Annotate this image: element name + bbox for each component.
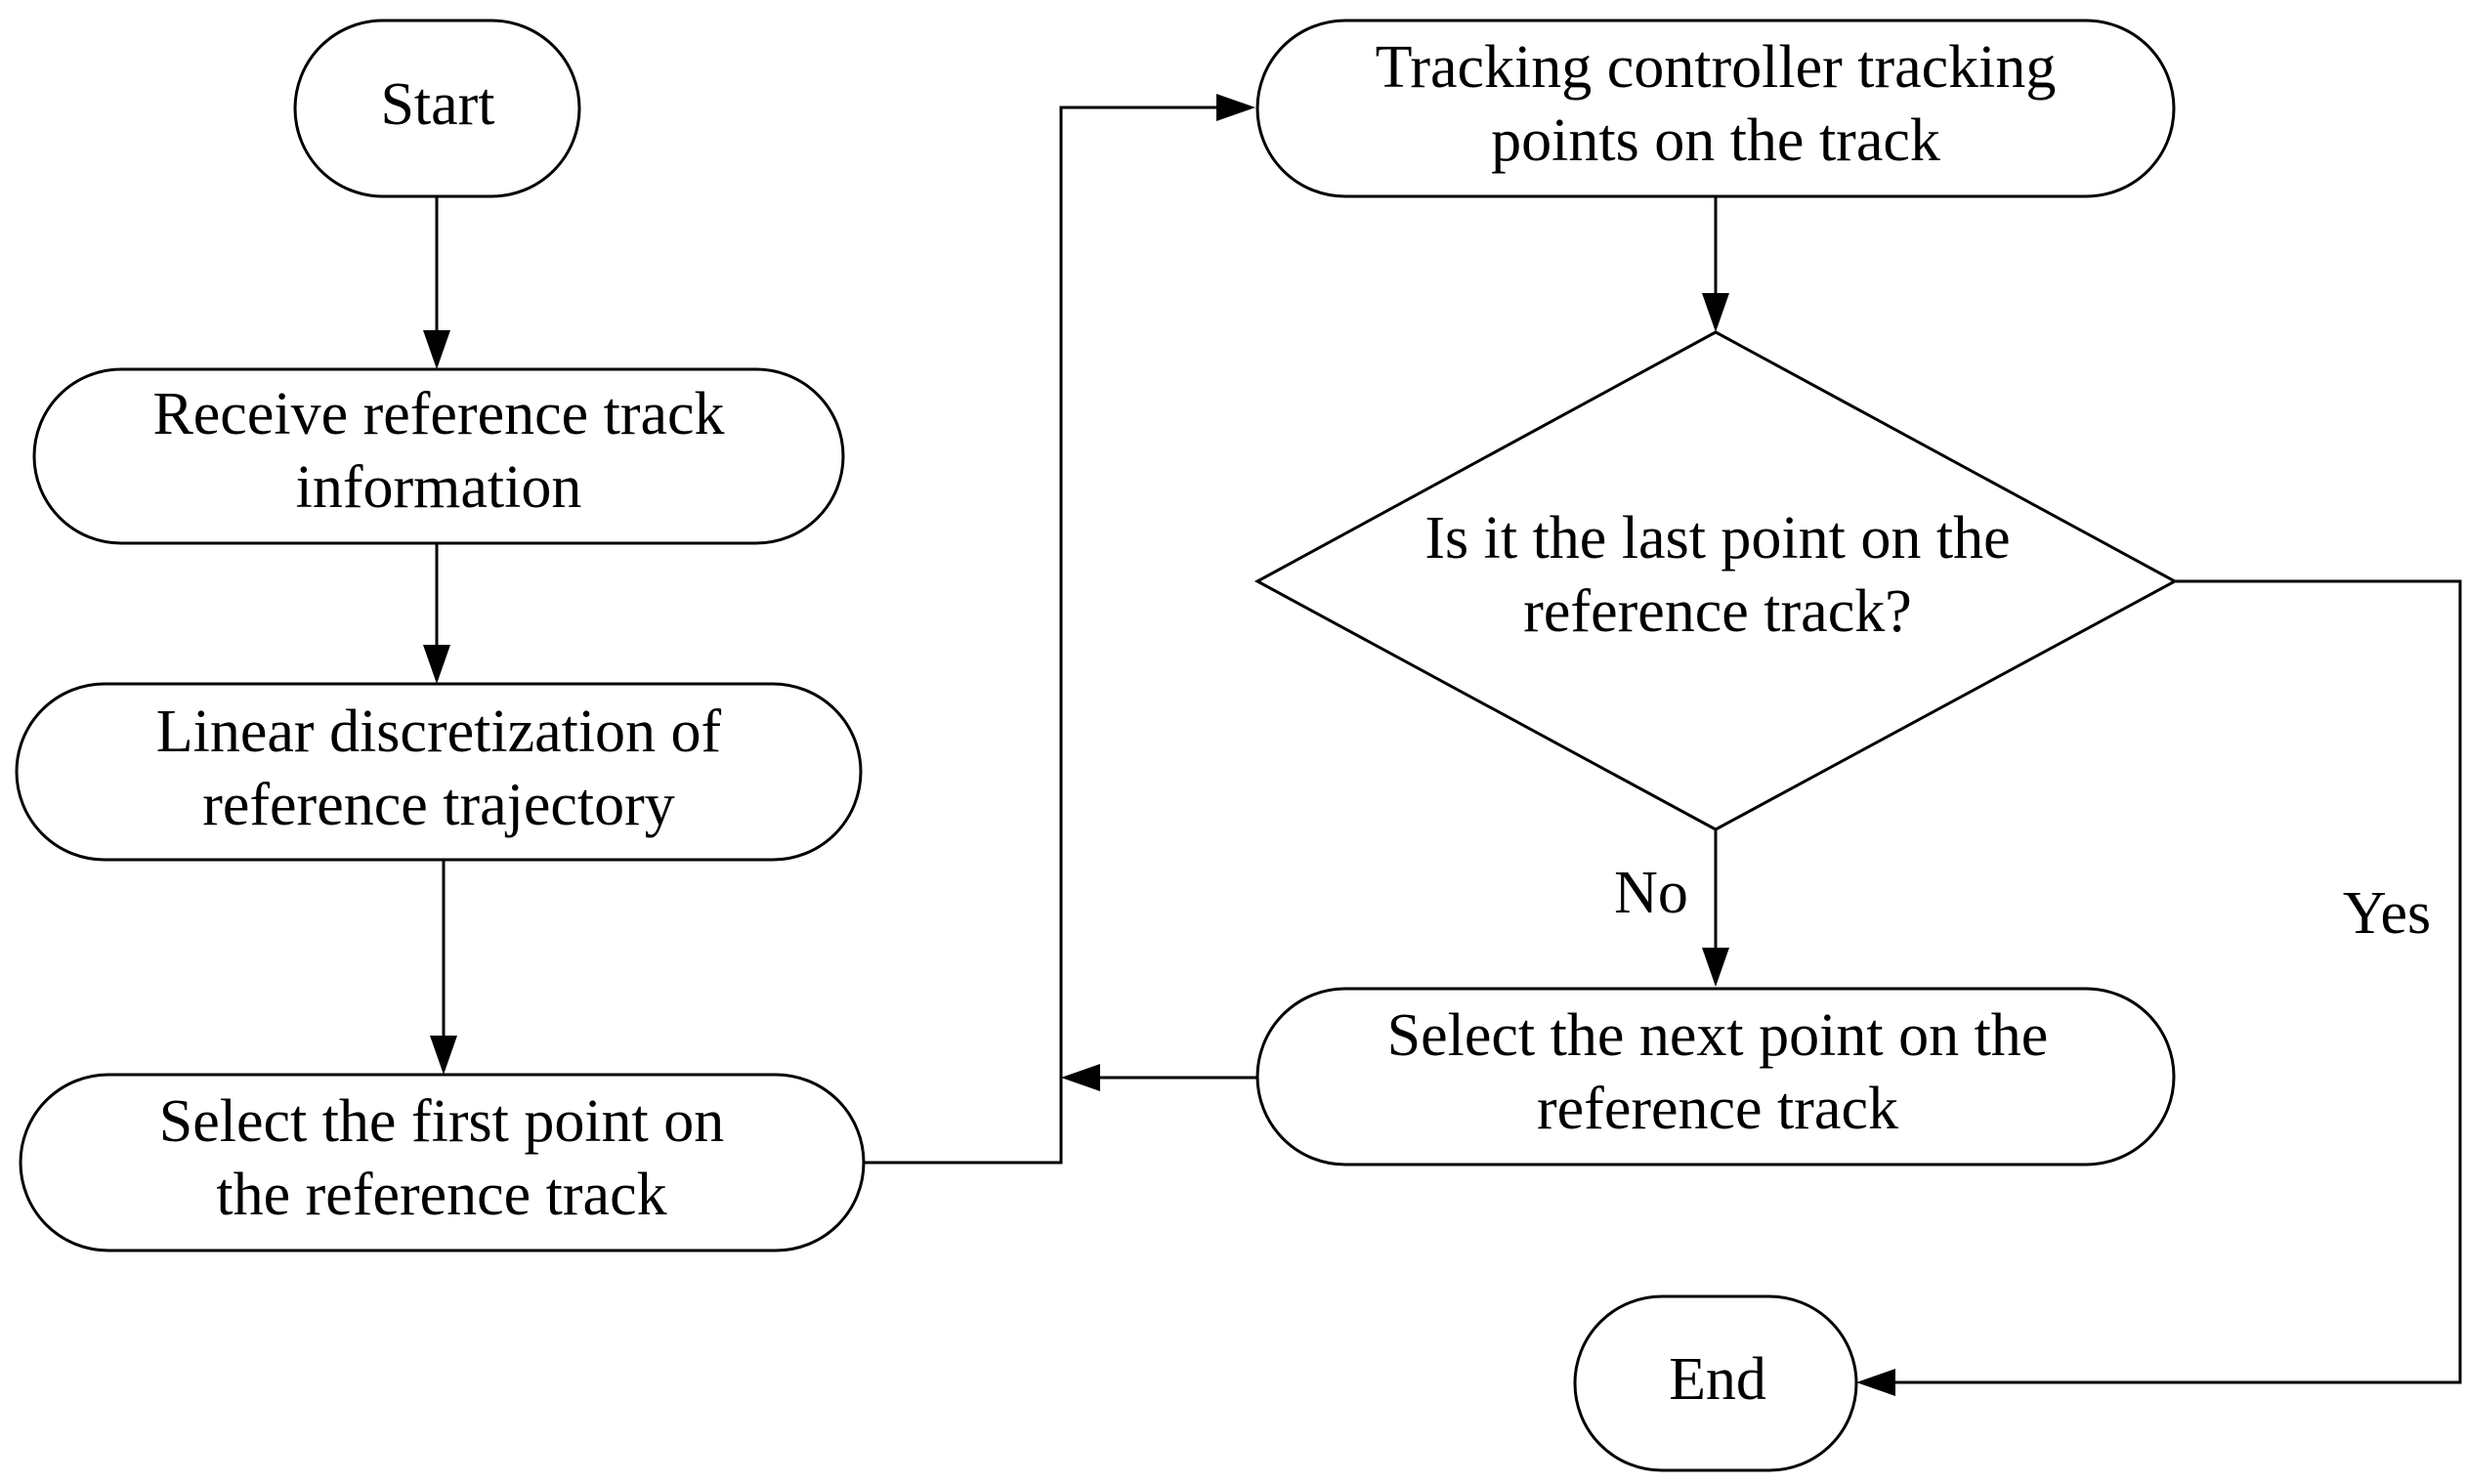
arrowhead-icon xyxy=(423,645,450,684)
decision-label-line2: reference track? xyxy=(1523,578,1911,645)
linear-label-line2: reference trajectory xyxy=(202,772,675,838)
connectors xyxy=(423,94,2462,1396)
select-next-label-line1: Select the next point on the xyxy=(1387,1002,2049,1069)
end-label: End xyxy=(1669,1346,1766,1413)
start-label: Start xyxy=(380,71,494,138)
select-first-label-line1: Select the first point on xyxy=(159,1088,725,1155)
select-next-node: Select the next point on the reference t… xyxy=(1255,987,2176,1166)
yes-label: Yes xyxy=(2343,880,2431,947)
edge-select-first-to-tracking xyxy=(864,106,1216,1165)
receive-label-line1: Receive reference track xyxy=(152,381,724,447)
no-label: No xyxy=(1614,860,1688,926)
select-first-node: Select the first point on the reference … xyxy=(19,1073,866,1252)
arrowhead-icon xyxy=(1061,1064,1100,1091)
arrowhead-icon xyxy=(423,330,450,369)
select-next-label-line2: reference track xyxy=(1537,1076,1898,1142)
arrowhead-icon xyxy=(430,1036,457,1075)
tracking-label-line2: points on the track xyxy=(1491,107,1940,174)
receive-node: Receive reference track information xyxy=(32,367,845,545)
receive-label-line2: information xyxy=(296,454,582,521)
linear-node: Linear discretization of reference traje… xyxy=(15,682,863,862)
tracking-node: Tracking controller tracking points on t… xyxy=(1255,19,2176,198)
start-node: Start xyxy=(293,19,581,198)
decision-node: Is it the last point on the reference tr… xyxy=(1254,330,2179,831)
tracking-label-line1: Tracking controller tracking xyxy=(1376,34,2057,101)
end-node: End xyxy=(1573,1294,1858,1472)
linear-label-line1: Linear discretization of xyxy=(156,699,722,765)
decision-label-line1: Is it the last point on the xyxy=(1424,505,2010,572)
arrowhead-icon xyxy=(1702,948,1729,987)
arrowhead-icon xyxy=(1702,293,1729,332)
arrowhead-icon xyxy=(1216,94,1255,121)
select-first-label-line2: the reference track xyxy=(216,1162,666,1228)
arrowhead-icon xyxy=(1856,1369,1895,1396)
edge-decision-to-end xyxy=(1895,579,2462,1384)
